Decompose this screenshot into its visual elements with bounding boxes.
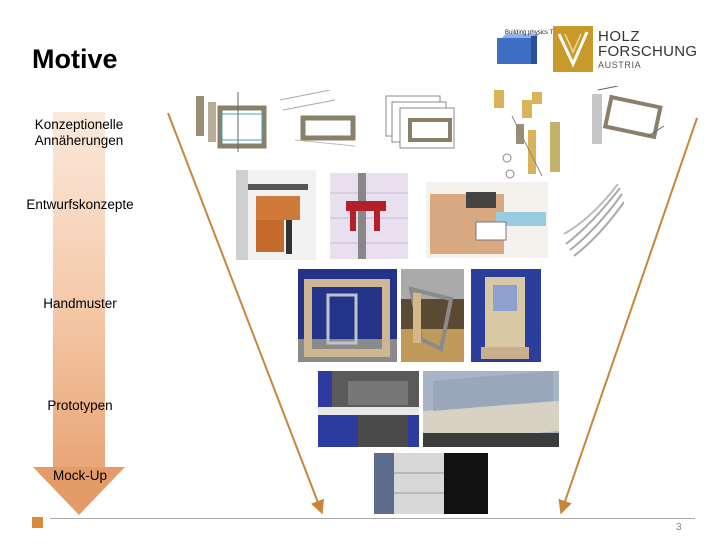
- step-label-mock-up: Mock-Up: [52, 468, 107, 483]
- cube-side-face: [531, 36, 537, 64]
- concept-sketch-1: [192, 82, 270, 162]
- funnel-line-right: [558, 117, 698, 515]
- hand-sample-photo-2: [401, 269, 464, 362]
- concept-sketch-3: [380, 88, 460, 158]
- step-label-design-concepts: Entwurfskonzepte: [26, 197, 134, 212]
- concept-sketch-2: [275, 90, 360, 152]
- mock-up-photo: [374, 453, 488, 514]
- building-physics-logo: Building physics TU: [493, 26, 558, 72]
- slide-title: Motive: [32, 44, 118, 74]
- holzforschung-line-1: HOLZ: [598, 28, 641, 45]
- prototype-photo-1: [318, 371, 419, 447]
- step-label-prototypes: Prototypen: [47, 398, 113, 413]
- prototype-photo-2: [423, 371, 559, 447]
- design-concept-2: [330, 173, 408, 259]
- hand-sample-photo-3: [471, 269, 541, 362]
- step-label-hand-samples: Handmuster: [43, 296, 117, 311]
- page-number: 3: [676, 522, 682, 533]
- concept-sketch-5: [588, 86, 668, 150]
- design-concept-3: [426, 182, 548, 258]
- building-physics-logo-text: Building physics TU: [505, 30, 558, 36]
- design-concept-4: [562, 184, 624, 258]
- funnel-line-left: [167, 112, 325, 515]
- concept-sketch-4: [472, 86, 580, 184]
- process-arrow-shaft: [53, 112, 105, 468]
- holzforschung-austria-logo: HOLZ FORSCHUNG AUSTRIA: [553, 26, 699, 74]
- process-arrow-head: [33, 467, 125, 515]
- cube-front-face: [497, 38, 531, 64]
- holzforschung-mark-icon: [553, 26, 593, 72]
- holzforschung-line-2: FORSCHUNG: [598, 43, 698, 60]
- step-label-conceptual-approaches: Konzeptionelle Annäherungen: [34, 117, 124, 148]
- footer-divider: [50, 518, 695, 519]
- hand-sample-photo-1: [298, 269, 397, 362]
- footer-accent-square: [32, 517, 43, 528]
- design-concept-1: [236, 170, 316, 260]
- holzforschung-line-3: AUSTRIA: [598, 60, 642, 70]
